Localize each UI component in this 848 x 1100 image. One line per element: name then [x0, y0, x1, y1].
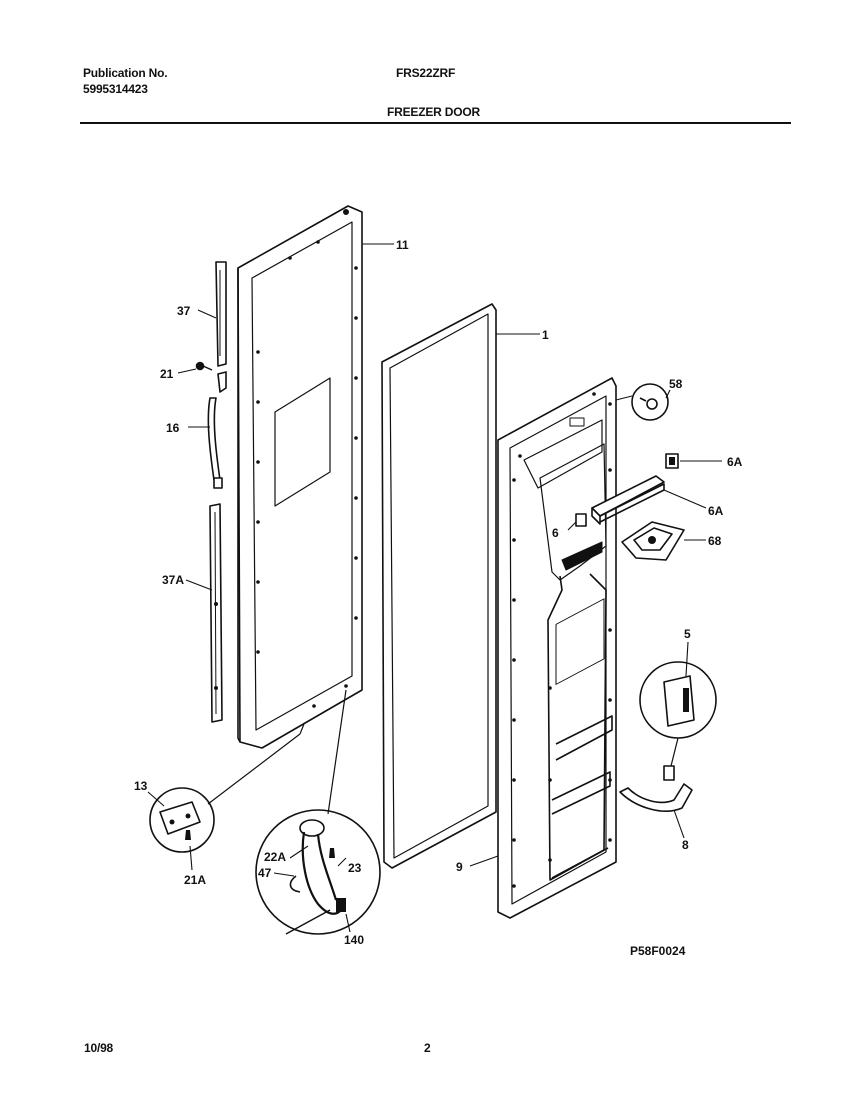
label-21: 21 [160, 367, 174, 381]
page-number: 2 [424, 1041, 431, 1055]
label-1: 1 [542, 328, 549, 342]
label-22a: 22A [264, 850, 286, 864]
label-8: 8 [682, 838, 689, 852]
label-68: 68 [708, 534, 722, 548]
callout-labels: 11 1 37 21 16 37A 58 6A 6A 6 68 5 8 9 13… [134, 238, 743, 958]
leader-lines [147, 243, 722, 933]
outer-door-panel [237, 205, 363, 749]
label-23: 23 [348, 861, 362, 875]
label-6a-top: 6A [727, 455, 743, 469]
label-140: 140 [344, 933, 364, 947]
dispenser-cover [621, 521, 685, 561]
label-5: 5 [684, 627, 691, 641]
door-gasket [381, 303, 497, 869]
model-number: FRS22ZRF [396, 66, 456, 80]
label-47: 47 [258, 866, 272, 880]
light-socket-callout [631, 383, 669, 421]
header-rule [80, 122, 791, 124]
label-37: 37 [177, 304, 191, 318]
dispenser-rail [591, 475, 665, 525]
hinge-callout [149, 723, 305, 853]
label-6: 6 [552, 526, 559, 540]
publication-label: Publication No. [83, 66, 168, 80]
upper-handle-trim [215, 261, 227, 367]
diagram-code: P58F0024 [630, 944, 686, 958]
label-13: 13 [134, 779, 148, 793]
handle-screw [195, 361, 213, 371]
label-16: 16 [166, 421, 180, 435]
label-11: 11 [396, 238, 409, 252]
clip-part-6 [575, 513, 587, 527]
clip-part-top [665, 453, 679, 469]
label-9: 9 [456, 860, 463, 874]
dispenser-bracket [619, 765, 693, 812]
footer-date: 10/98 [84, 1041, 114, 1055]
wire-harness-callout [255, 689, 381, 935]
section-title: FREEZER DOOR [387, 105, 480, 119]
inner-door-liner [497, 377, 617, 919]
switch-callout [639, 661, 717, 771]
publication-number: 5995314423 [83, 82, 148, 96]
label-58: 58 [669, 377, 683, 391]
lower-handle-trim [209, 503, 223, 723]
label-21a: 21A [184, 873, 206, 887]
label-37a: 37A [162, 573, 184, 587]
label-6a-mid: 6A [708, 504, 724, 518]
door-handle [207, 371, 227, 489]
